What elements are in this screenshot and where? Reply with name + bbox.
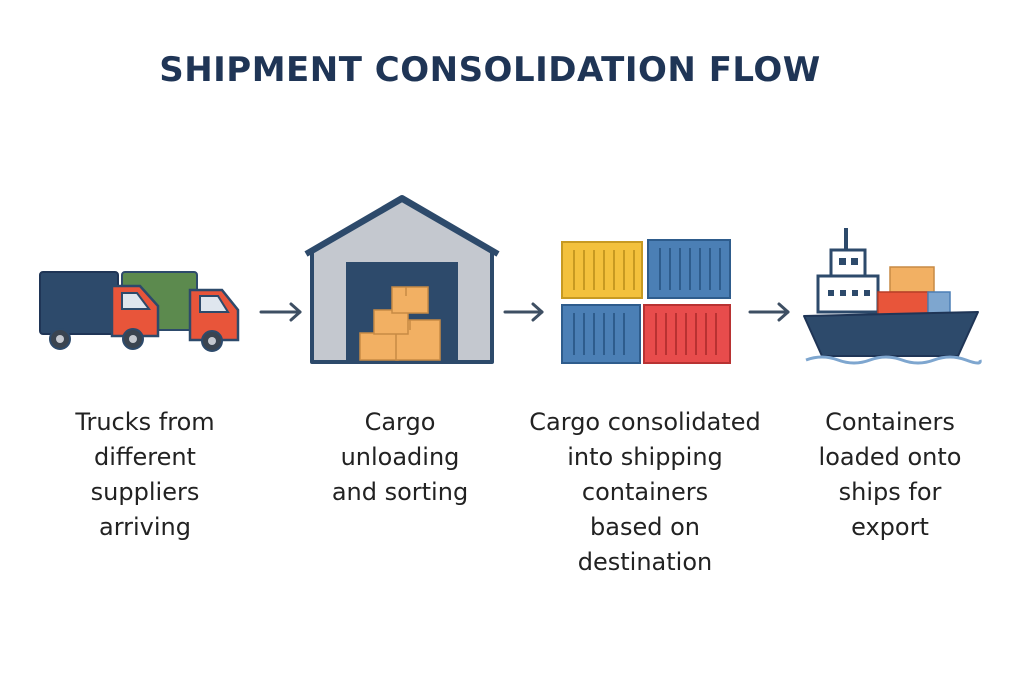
container-yellow [561, 241, 643, 299]
container-blue-bottom [561, 304, 641, 364]
container-blue-top [647, 239, 731, 299]
containers-icon [561, 239, 731, 364]
warehouse-icon [304, 195, 500, 364]
flow-diagram [39, 195, 982, 365]
step-caption-warehouse: Cargo unloading and sorting [331, 408, 469, 506]
step-caption-containers: Cargo consolidated into shipping contain… [529, 408, 761, 576]
arrow-1 [259, 302, 302, 322]
page-title: SHIPMENT CONSOLIDATION FLOW [159, 50, 821, 90]
container-red [643, 304, 731, 364]
step-caption-ship: Containers loaded onto ships for export [818, 408, 962, 541]
step-caption-trucks: Trucks from different suppliers arriving [75, 408, 215, 541]
trucks-icon [39, 271, 240, 352]
cargo-ship-icon [803, 228, 982, 365]
arrow-3 [748, 302, 790, 322]
arrow-2 [503, 302, 544, 322]
